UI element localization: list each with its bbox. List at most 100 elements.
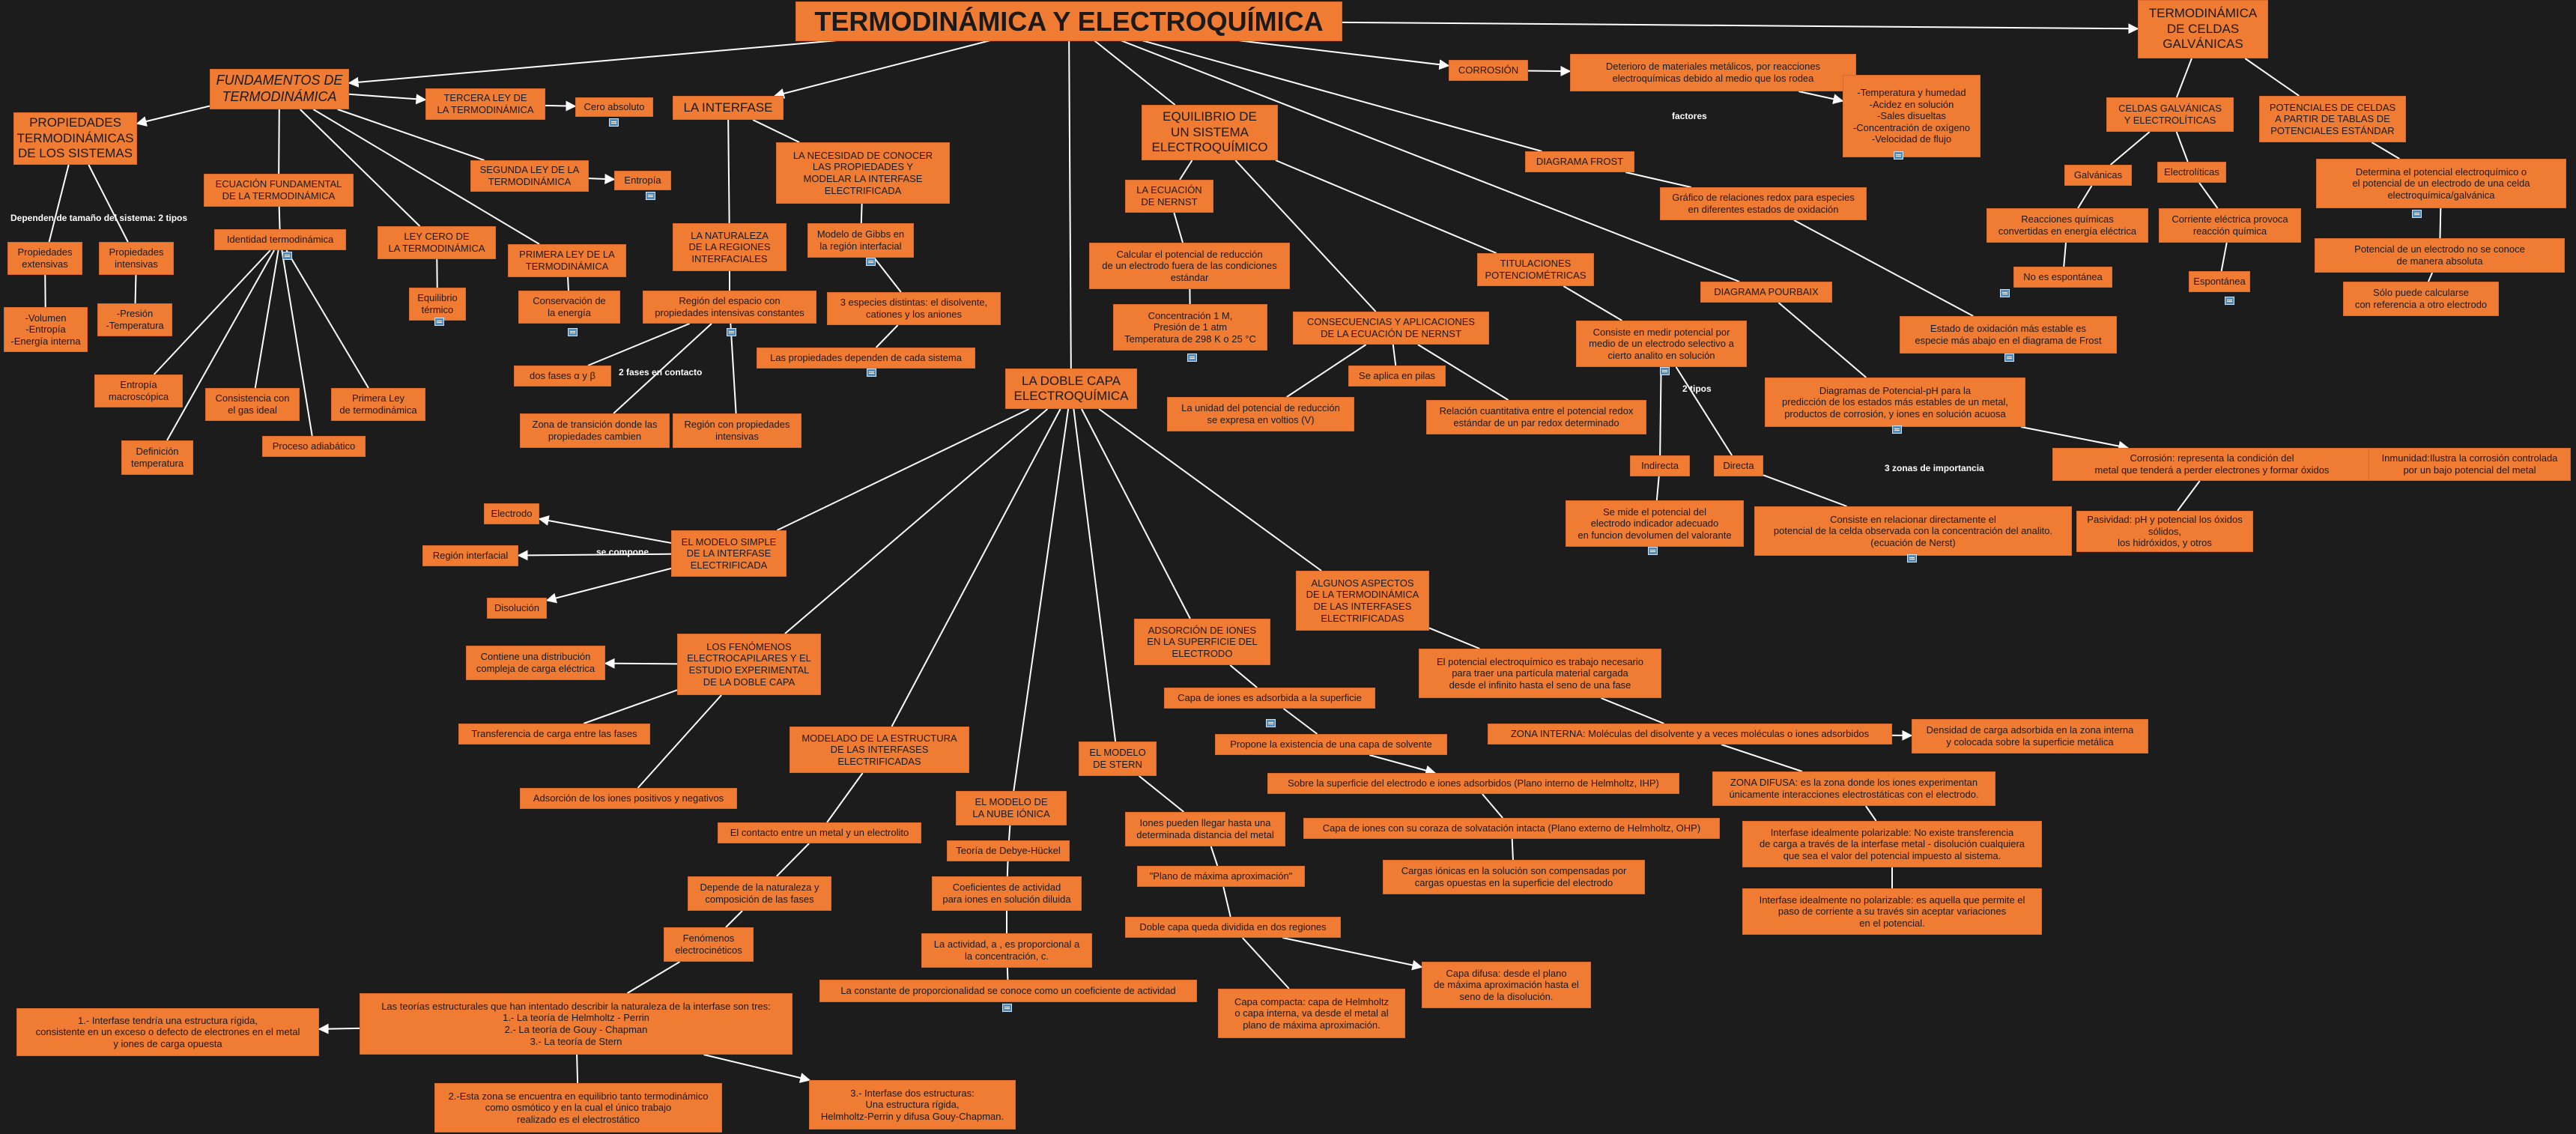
concept-node-eqterm[interactable]: Equilibrio térmico bbox=[409, 288, 466, 321]
concept-node-consec[interactable]: CONSECUENCIAS Y APLICACIONES DE LA ECUAC… bbox=[1293, 312, 1489, 345]
concept-node-modestr[interactable]: MODELADO DE LA ESTRUCTURA DE LAS INTERFA… bbox=[790, 727, 969, 773]
concept-node-interfase[interactable]: LA INTERFASE bbox=[673, 96, 784, 120]
concept-node-consiste[interactable]: Consiste en medir potencial por medio de… bbox=[1576, 321, 1747, 367]
concept-node-3esp[interactable]: 3 especies distintas: el disolvente, cat… bbox=[827, 292, 1001, 325]
concept-node-esp[interactable]: Espontánea bbox=[2189, 271, 2250, 292]
concept-node-dosfases[interactable]: dos fases α y β bbox=[514, 366, 611, 386]
concept-node-solo[interactable]: Sólo puede calcularse con referencia a o… bbox=[2343, 282, 2499, 316]
concept-node-nernst[interactable]: LA ECUACIÓN DE NERNST bbox=[1125, 180, 1213, 213]
concept-node-diagpot[interactable]: Diagramas de Potencial-pH para la predic… bbox=[1765, 378, 2025, 427]
concept-node-difusa[interactable]: Capa difusa: desde el plano de máxima ap… bbox=[1422, 962, 1591, 1008]
attached-resource-icon[interactable] bbox=[2000, 289, 2010, 297]
concept-node-corrosion[interactable]: CORROSIÓN bbox=[1449, 60, 1528, 81]
concept-node-calc[interactable]: Calcular el potencial de reducción de un… bbox=[1089, 243, 1290, 289]
concept-node-idealnopol[interactable]: Interfase idealmente no polarizable: es … bbox=[1742, 888, 2042, 935]
concept-node-transf[interactable]: Transferencia de carga entre las fases bbox=[458, 724, 650, 745]
concept-node-factores-box[interactable]: -Temperatura y humedad -Acidez en soluci… bbox=[1843, 75, 1981, 157]
concept-node-cero-abs[interactable]: Cero absoluto bbox=[575, 97, 653, 117]
concept-node-primley[interactable]: Primera Ley de termodinámica bbox=[331, 388, 425, 421]
concept-node-termcel[interactable]: TERMODINÁMICA DE CELDAS GALVÁNICAS bbox=[2138, 0, 2268, 58]
concept-node-eqelec[interactable]: EQUILIBRIO DE UN SISTEMA ELECTROQUÍMICO bbox=[1142, 105, 1278, 160]
concept-node-debye[interactable]: Teoría de Debye-Hückel bbox=[947, 840, 1070, 861]
concept-node-adiab[interactable]: Proceso adiabático bbox=[262, 436, 366, 457]
concept-node-adsiones[interactable]: ADSORCIÓN DE IONES EN LA SUPERFICIE DEL … bbox=[1134, 619, 1270, 665]
concept-node-necesidad[interactable]: LA NECESIDAD DE CONOCER LAS PROPIEDADES … bbox=[776, 142, 950, 204]
attached-resource-icon[interactable] bbox=[1892, 425, 1902, 434]
concept-node-t2[interactable]: 2.-Esta zona se encuentra en equilibrio … bbox=[434, 1083, 722, 1133]
concept-node-contacto[interactable]: El contacto entre un metal y un electrol… bbox=[718, 822, 921, 843]
concept-node-constprop[interactable]: La constante de proporcionalidad se cono… bbox=[819, 980, 1197, 1002]
concept-node-segunda[interactable]: SEGUNDA LEY DE LA TERMODINÁMICA bbox=[470, 160, 589, 192]
concept-node-estadoox[interactable]: Estado de oxidación más estable es espec… bbox=[1900, 316, 2117, 354]
concept-node-plano[interactable]: "Plano de máxima aproximación" bbox=[1137, 866, 1305, 887]
concept-node-nube[interactable]: EL MODELO DE LA NUBE IÓNICA bbox=[956, 791, 1067, 825]
concept-node-titul[interactable]: TITULACIONES POTENCIOMÉTRICAS bbox=[1477, 253, 1594, 286]
attached-resource-icon[interactable] bbox=[1894, 151, 1903, 160]
concept-node-reginterf[interactable]: Región interfacial bbox=[422, 545, 518, 566]
concept-node-gibbs[interactable]: Modelo de Gibbs en la región interfacial bbox=[807, 223, 914, 258]
concept-node-doblediv[interactable]: Doble capa queda dividida en dos regione… bbox=[1125, 917, 1341, 938]
attached-resource-icon[interactable] bbox=[1907, 554, 1917, 563]
concept-node-conserv[interactable]: Conservación de la energía bbox=[518, 291, 620, 324]
concept-node-prop[interactable]: PROPIEDADES TERMODINÁMICAS DE LOS SISTEM… bbox=[13, 112, 137, 165]
concept-node-fenom[interactable]: LOS FENÓMENOS ELECTROCAPILARES Y EL ESTU… bbox=[677, 634, 821, 695]
concept-node-potceldas[interactable]: POTENCIALES DE CELDAS A PARTIR DE TABLAS… bbox=[2259, 96, 2406, 142]
concept-node-grafico[interactable]: Gráfico de relaciones redox para especie… bbox=[1660, 187, 1867, 220]
concept-node-zonadif[interactable]: ZONA DIFUSA: es la zona donde los iones … bbox=[1712, 771, 1995, 806]
attached-resource-icon[interactable] bbox=[1002, 1004, 1012, 1012]
attached-resource-icon[interactable] bbox=[2004, 354, 2014, 362]
concept-node-root[interactable]: TERMODINÁMICA Y ELECTROQUÍMICA bbox=[795, 1, 1342, 42]
attached-resource-icon[interactable] bbox=[866, 258, 876, 266]
concept-node-ecfund[interactable]: ECUACIÓN FUNDAMENTAL DE LA TERMODINÁMICA bbox=[204, 174, 354, 207]
concept-node-directa[interactable]: Directa bbox=[1714, 455, 1763, 476]
concept-node-pint[interactable]: Propiedades intensivas bbox=[99, 242, 174, 275]
concept-node-zonatrans[interactable]: Zona de transición donde las propiedades… bbox=[520, 413, 670, 448]
concept-node-adsorc[interactable]: Adsorción de los iones positivos y negat… bbox=[520, 788, 737, 809]
concept-node-propone[interactable]: Propone la existencia de una capa de sol… bbox=[1215, 734, 1447, 755]
concept-node-zonaint[interactable]: ZONA INTERNA: Moléculas del disolvente y… bbox=[1488, 724, 1892, 745]
concept-node-activ[interactable]: La actividad, a , es proporcional a la c… bbox=[921, 933, 1092, 968]
attached-resource-icon[interactable] bbox=[2412, 210, 2422, 218]
concept-node-region[interactable]: Región del espacio con propiedades inten… bbox=[643, 291, 816, 324]
concept-node-aspectos[interactable]: ALGUNOS ASPECTOS DE LA TERMODINÁMICA DE … bbox=[1296, 571, 1429, 631]
concept-node-unidad[interactable]: La unidad del potencial de reducción se … bbox=[1167, 397, 1354, 431]
concept-node-capaiones[interactable]: Capa de iones es adsorbida a la superfic… bbox=[1164, 688, 1375, 709]
concept-node-pourbaix[interactable]: DIAGRAMA POURBAIX bbox=[1700, 282, 1832, 303]
attached-resource-icon[interactable] bbox=[609, 118, 619, 127]
concept-node-naturaleza[interactable]: LA NATURALEZA DE LA REGIONES INTERFACIAL… bbox=[673, 223, 787, 271]
concept-node-t1[interactable]: 1.- Interfase tendría una estructura ríg… bbox=[16, 1008, 319, 1056]
concept-node-relac-dir[interactable]: Consiste en relacionar directamente el p… bbox=[1754, 506, 2072, 556]
concept-node-corriente[interactable]: Corriente eléctrica provoca reacción quí… bbox=[2159, 208, 2301, 243]
concept-node-stern[interactable]: EL MODELO DE STERN bbox=[1079, 742, 1157, 776]
attached-resource-icon[interactable] bbox=[282, 252, 292, 260]
concept-node-celgal[interactable]: CELDAS GALVÁNICAS Y ELECTROLÍTICAS bbox=[2106, 97, 2234, 132]
concept-node-pres[interactable]: -Presión -Temperatura bbox=[97, 303, 172, 336]
concept-node-cargas[interactable]: Cargas iónicas en la solución son compen… bbox=[1383, 860, 1645, 894]
concept-node-identidad[interactable]: Identidad termodinámica bbox=[214, 229, 346, 250]
concept-node-semide[interactable]: Se mide el potencial del electrodo indic… bbox=[1566, 500, 1744, 547]
concept-node-frost[interactable]: DIAGRAMA FROST bbox=[1525, 151, 1634, 172]
concept-node-electr[interactable]: Electrolíticas bbox=[2157, 162, 2226, 183]
concept-node-reacc[interactable]: Reacciones químicas convertidas en energ… bbox=[1986, 208, 2148, 243]
concept-node-indirecta[interactable]: Indirecta bbox=[1630, 455, 1690, 476]
concept-node-propdep[interactable]: Las propiedades dependen de cada sistema bbox=[757, 348, 975, 369]
attached-resource-icon[interactable] bbox=[2225, 297, 2234, 305]
concept-node-potnocon[interactable]: Potencial de un electrodo no se conoce d… bbox=[2315, 238, 2565, 273]
attached-resource-icon[interactable] bbox=[646, 192, 655, 200]
concept-node-deterioro[interactable]: Deterioro de materiales metálicos, por r… bbox=[1570, 54, 1856, 91]
concept-node-primera[interactable]: PRIMERA LEY DE LA TERMODINÁMICA bbox=[508, 244, 626, 277]
concept-node-regionprop[interactable]: Región con propiedades intensivas bbox=[673, 413, 801, 448]
concept-node-pasividad[interactable]: Pasividad: pH y potencial los óxidos sól… bbox=[2076, 511, 2253, 552]
concept-node-leycero[interactable]: LEY CERO DE LA TERMODINÁMICA bbox=[378, 226, 496, 259]
concept-node-contiene[interactable]: Contiene una distribución compleja de ca… bbox=[466, 646, 605, 680]
attached-resource-icon[interactable] bbox=[1648, 547, 1658, 555]
concept-node-relacion[interactable]: Relación cuantitativa entre el potencial… bbox=[1426, 400, 1646, 434]
concept-node-compacta[interactable]: Capa compacta: capa de Helmholtz o capa … bbox=[1218, 989, 1405, 1038]
attached-resource-icon[interactable] bbox=[1660, 367, 1670, 375]
concept-node-teorias[interactable]: Las teorías estructurales que han intent… bbox=[360, 993, 793, 1055]
concept-node-modsimple[interactable]: EL MODELO SIMPLE DE LA INTERFASE ELECTRI… bbox=[671, 530, 787, 577]
concept-node-electrodo[interactable]: Electrodo bbox=[484, 503, 539, 524]
concept-node-corr-rep[interactable]: Corrosión: representa la condición del m… bbox=[2052, 448, 2372, 481]
concept-node-idealpol[interactable]: Interfase idealmente polarizable: No exi… bbox=[1742, 821, 2042, 867]
concept-node-disolucion[interactable]: Disolución bbox=[487, 598, 547, 619]
